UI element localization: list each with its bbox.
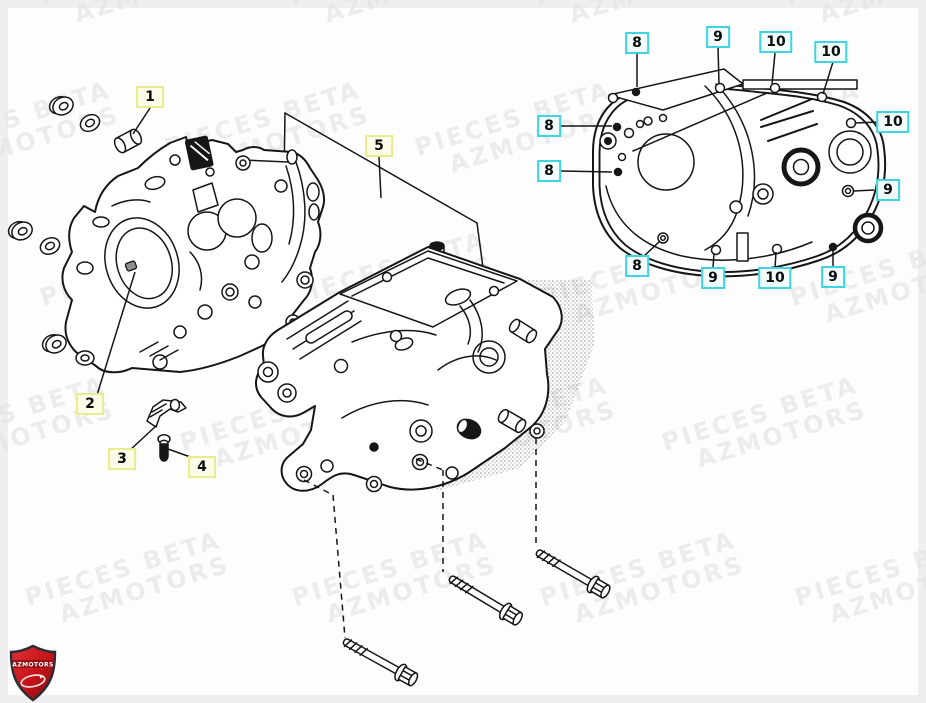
washer	[36, 233, 64, 259]
washer	[76, 110, 104, 136]
part-label-9-bottom-right: 9	[821, 266, 845, 288]
logo-banner	[13, 660, 53, 668]
leader-line-8-bottom	[642, 240, 661, 258]
shield-icon	[9, 644, 57, 702]
part-label-10-right: 10	[876, 111, 910, 133]
logo-dot	[39, 675, 43, 679]
leader-line-9-bottom	[712, 252, 715, 269]
crankcase-inner-face-view	[592, 68, 887, 278]
logo-text: AZMOTORS	[12, 662, 53, 669]
part-label-2: 2	[76, 393, 104, 415]
flange-nut	[5, 216, 36, 245]
flange-nut	[45, 91, 78, 121]
part-label-10-upper-right: 10	[814, 41, 848, 63]
part-label-5: 5	[365, 135, 393, 157]
flange-bolt	[444, 569, 526, 629]
flange-bolt	[338, 632, 422, 690]
leader-line-2	[96, 271, 136, 396]
part-label-10-bottom: 10	[758, 267, 792, 289]
dashed-guide-lines	[303, 438, 537, 639]
leader-line-5	[378, 156, 382, 199]
logo-swoosh	[20, 674, 46, 688]
flange-nut	[38, 329, 71, 359]
part-label-9-bottom: 9	[701, 267, 725, 289]
part-label-9-top: 9	[706, 26, 730, 48]
part-label-1: 1	[136, 86, 164, 108]
part-label-4: 4	[188, 456, 216, 478]
screw-part-4	[157, 434, 171, 462]
leader-line-9-right	[853, 189, 875, 192]
part-label-8-left-upper: 8	[537, 115, 561, 137]
clamp-bracket-part-3	[146, 398, 187, 428]
part-label-3: 3	[108, 448, 136, 470]
leader-line-10-upper-right	[822, 61, 834, 95]
dark-bushing	[456, 418, 482, 440]
part-label-9-right: 9	[876, 179, 900, 201]
brand-logo: AZMOTORS	[9, 644, 57, 702]
bushing-part-1	[113, 128, 143, 154]
part-label-10-top: 10	[759, 31, 793, 53]
leader-line-10-top	[771, 52, 776, 85]
leader-line-9-top	[717, 46, 720, 85]
leader-lines	[96, 46, 879, 460]
right-crankcase-half	[255, 241, 563, 493]
part-label-8-left-lower: 8	[537, 160, 561, 182]
leader-line-8-left-lower	[560, 170, 613, 173]
leader-line-3	[128, 424, 158, 452]
flange-bolt	[531, 543, 614, 602]
leader-line-10-right	[855, 121, 879, 124]
part-label-8-top: 8	[625, 32, 649, 54]
washer-small	[529, 423, 545, 439]
part-label-8-bottom: 8	[625, 255, 649, 277]
leader-line-10-bottom	[774, 251, 777, 269]
leader-line-1	[132, 107, 151, 135]
